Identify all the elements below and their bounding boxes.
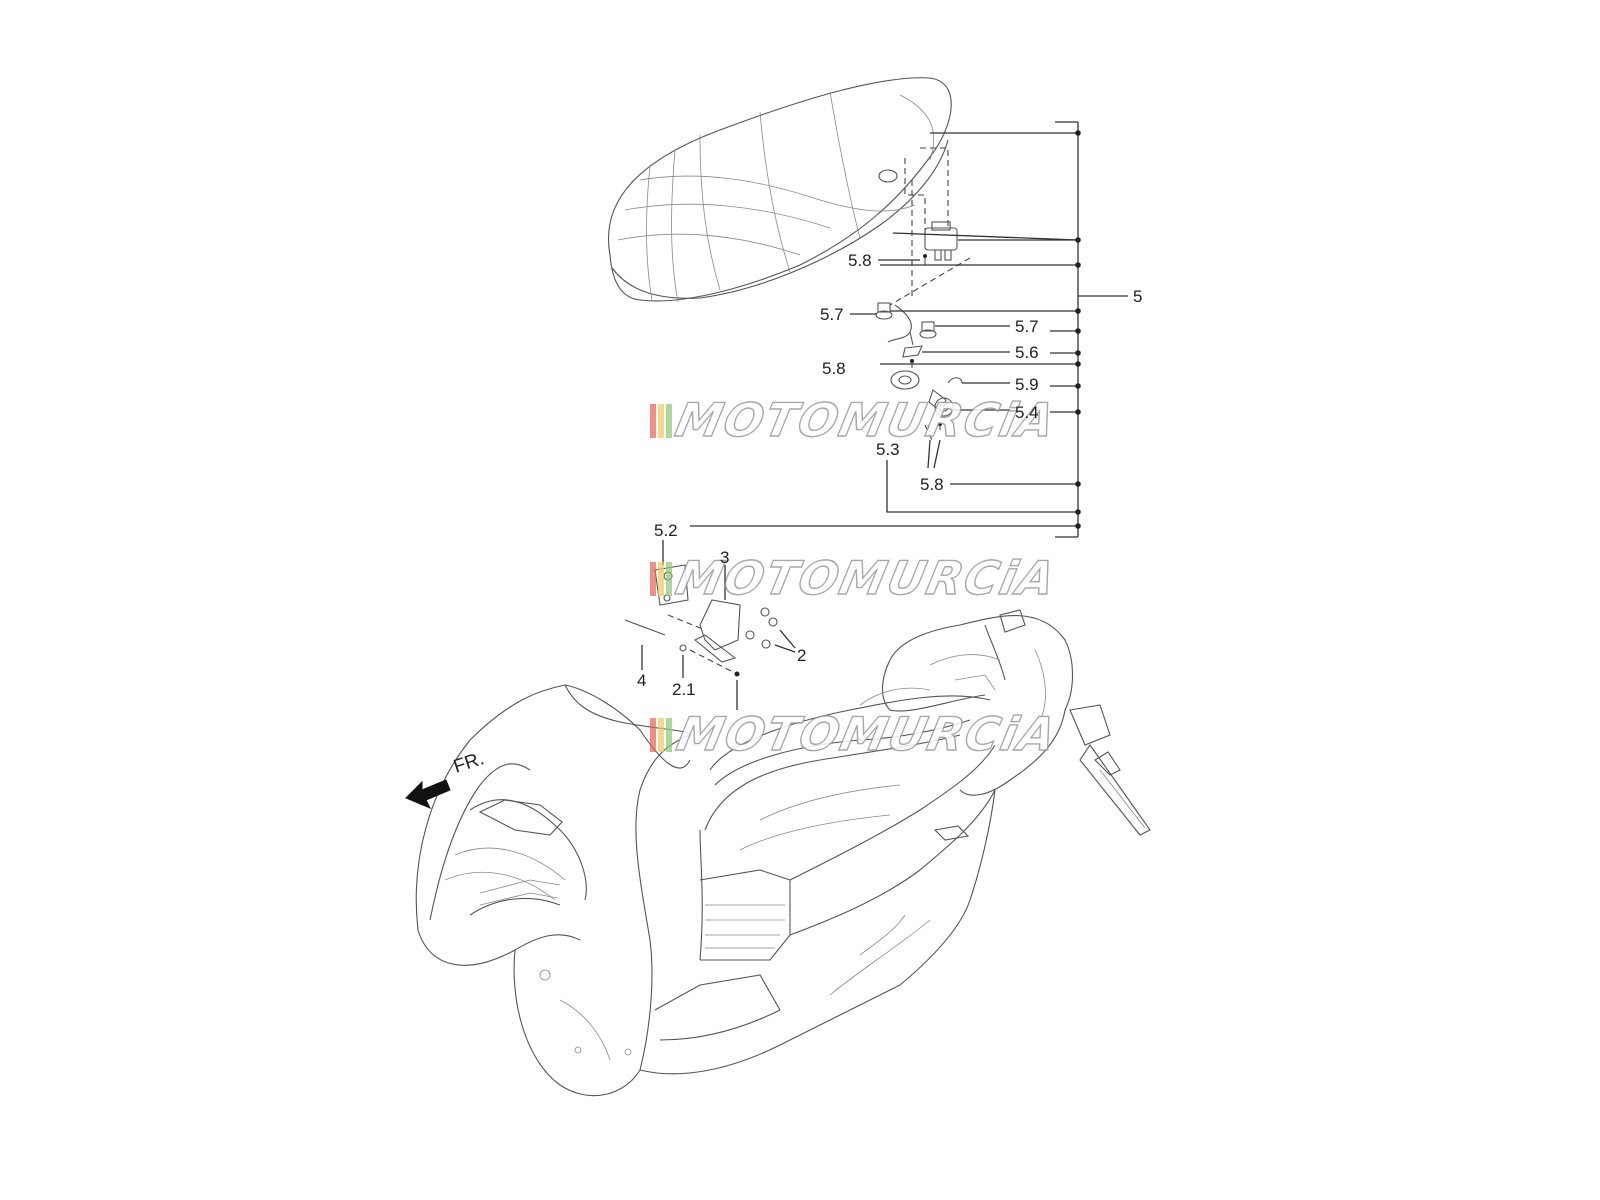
watermark-stripe-green [666,404,672,438]
watermark-3: MOTOMURCiA [650,707,1063,762]
callout-2-1: 2.1 [672,680,696,699]
callout-5-7-left: 5.7 [820,305,844,324]
callout-5-2: 5.2 [654,521,678,540]
callout-5-4: 5.4 [1015,403,1039,422]
watermark-text: MOTOMURCiA [671,393,1061,446]
watermark-stripe-red [650,404,656,438]
front-arrow-icon [405,779,451,809]
watermark-stripe-red [650,718,656,752]
watermark-2: MOTOMURCiA [650,551,1062,606]
group-5-bracket [690,121,1128,538]
callout-3: 3 [720,548,729,567]
watermark-text: MOTOMURCiA [672,707,1062,760]
callout-5-8-mid: 5.8 [822,359,846,378]
seat-lock-parts [875,221,1079,433]
callout-2: 2 [797,646,806,665]
callout-5-7-right: 5.7 [1015,317,1039,336]
assembly-dashed-lines [889,147,971,441]
watermark-text: MOTOMURCiA [671,551,1061,604]
front-direction-label: FR. [451,748,487,777]
watermark-stripe-yellow [658,404,664,438]
watermark-stripe-yellow [658,718,664,752]
scooter-body-drawing [415,609,1151,1097]
callout-5-3: 5.3 [876,440,900,459]
callout-5: 5 [1133,287,1142,306]
callout-5-6: 5.6 [1015,343,1039,362]
front-direction-indicator: FR. [405,748,487,809]
callout-5-9: 5.9 [1015,375,1039,394]
watermark-stripe-green [666,562,672,596]
seat-drawing [608,77,952,303]
callout-4: 4 [637,671,646,690]
callout-5-8-bottom: 5.8 [920,475,944,494]
watermark-1: MOTOMURCiA [650,393,1062,448]
watermark-stripe-green [666,718,672,752]
callout-5-8-top: 5.8 [848,251,872,270]
watermark-stripe-red [650,562,656,596]
watermark-stripe-yellow [658,562,664,596]
